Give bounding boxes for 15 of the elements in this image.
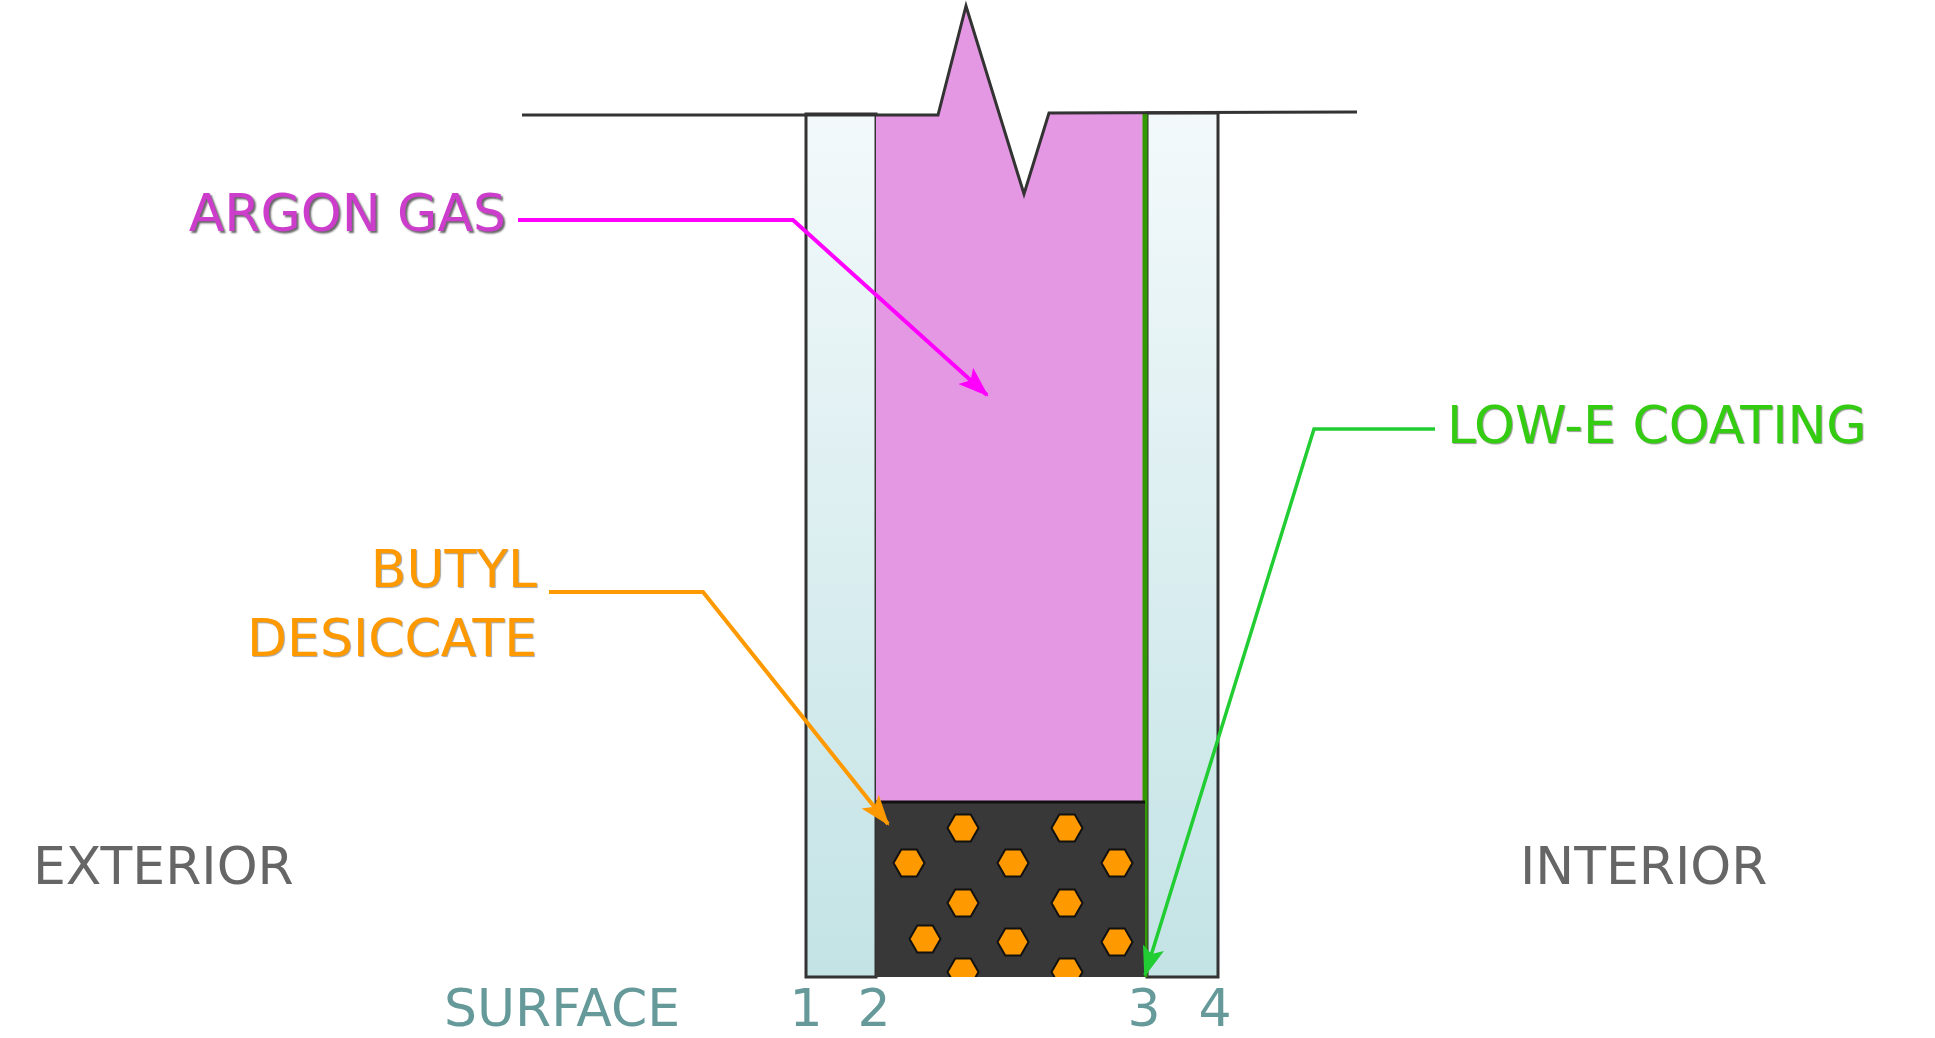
- zone-label: INTERIOR: [1520, 840, 1768, 892]
- coating-line: [1142, 114, 1148, 977]
- surface-label: SURFACE: [444, 982, 681, 1034]
- callout-label: BUTYL DESICCATE: [247, 535, 537, 673]
- surface-number: 4: [1198, 982, 1232, 1034]
- leader-line: [1142, 427, 1435, 978]
- leader-line: [518, 218, 989, 397]
- surface-number: 1: [789, 982, 823, 1034]
- leader-line: [549, 590, 890, 826]
- desiccant-spacer: [876, 800, 1145, 977]
- surface-number: 3: [1127, 982, 1161, 1034]
- callout-label: LOW-E COATING: [1447, 396, 1867, 456]
- surface-number: 2: [857, 982, 891, 1034]
- callout-label: ARGON GAS: [188, 184, 506, 244]
- zone-label: EXTERIOR: [33, 840, 294, 892]
